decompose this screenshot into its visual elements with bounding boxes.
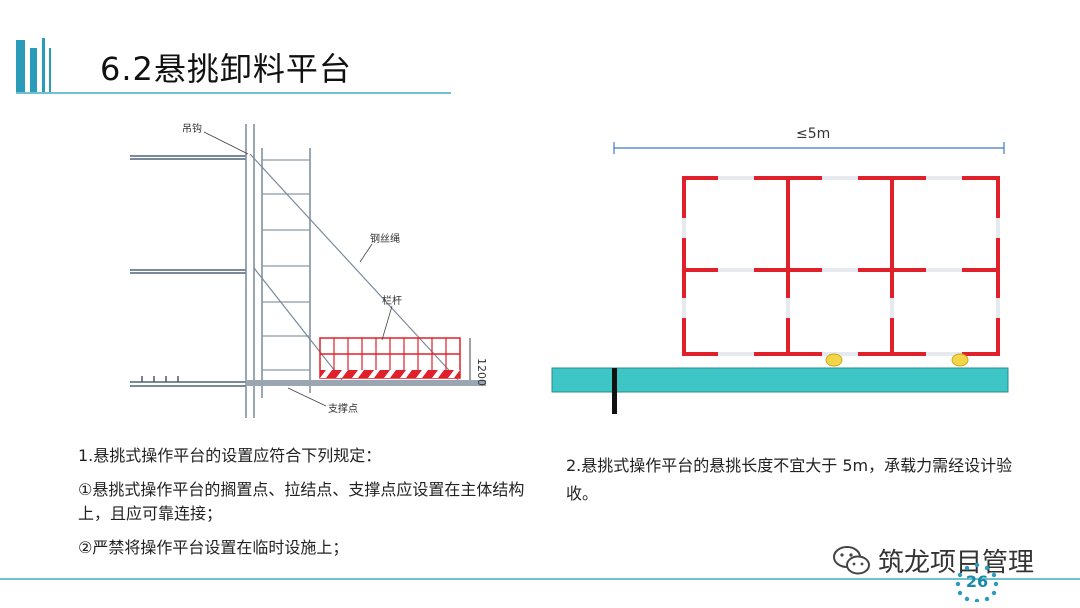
rule-item-1: 1.悬挑式操作平台的设置应符合下列规定：	[78, 446, 382, 465]
title-divider	[16, 92, 451, 94]
bottom-divider	[0, 578, 1080, 580]
support-point-label: 支撑点	[328, 402, 358, 415]
cantilever-section-diagram: 1200 吊钩 钢丝绳 栏杆 支撑点	[130, 123, 488, 418]
length-limit-label: ≤5m	[796, 126, 830, 142]
right-text-block: 2.悬挑式操作平台的悬挑长度不宜大于 5m，承载力需经设计验收。	[566, 452, 1036, 508]
watermark: 筑龙项目管理	[832, 542, 1034, 579]
page-title: 6.2悬挑卸料平台	[100, 50, 352, 88]
page-number-badge: 26	[954, 562, 1000, 604]
rule-item-3: ②严禁将操作平台设置在临时设施上；	[78, 538, 349, 557]
left-text-block: 1.悬挑式操作平台的设置应符合下列规定： ①悬挑式操作平台的搁置点、拉结点、支撑…	[78, 444, 548, 570]
railing-label: 栏杆	[382, 294, 402, 307]
page-number: 26	[965, 572, 989, 591]
gear-ring-icon	[955, 562, 999, 604]
railing-frame-diagram: ≤5m	[551, 126, 1009, 414]
rule-item-2: ①悬挑式操作平台的搁置点、拉结点、支撑点应设置在主体结构上，且应可靠连接；	[78, 480, 525, 523]
wire-rope-label: 钢丝绳	[370, 232, 400, 245]
wechat-icon	[833, 545, 870, 574]
watermark-text: 筑龙项目管理	[878, 548, 1035, 578]
rule-item-4: 2.悬挑式操作平台的悬挑长度不宜大于 5m，承载力需经设计验收。	[566, 456, 1013, 503]
height-label: 1200	[475, 358, 488, 386]
hook-label: 吊钩	[182, 123, 202, 135]
slide-logo-icon	[16, 38, 51, 94]
